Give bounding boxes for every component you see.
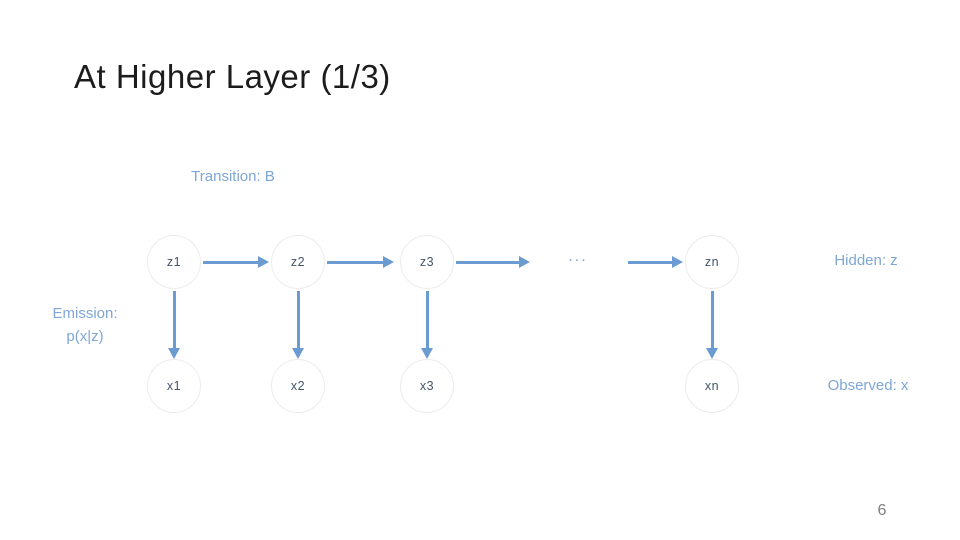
- observed-label: Observed: x: [827, 377, 909, 394]
- node-xn: xn: [685, 359, 739, 413]
- arrow-zn-xn-icon: [711, 291, 714, 348]
- sequence-ellipsis: ...: [568, 248, 588, 265]
- emission-label-line1: Emission:: [52, 305, 118, 322]
- node-x3-label: x3: [419, 379, 435, 393]
- node-z2-label: z2: [290, 255, 306, 269]
- node-x2-label: x2: [290, 379, 306, 393]
- arrow-z1-z2-icon: [203, 261, 258, 264]
- arrow-z3-x3-icon: [426, 291, 429, 348]
- node-z3: z3: [400, 235, 454, 289]
- node-x2: x2: [271, 359, 325, 413]
- node-z1-label: z1: [166, 255, 182, 269]
- arrow-z1-x1-icon: [173, 291, 176, 348]
- page-number: 6: [877, 502, 887, 519]
- node-x1-label: x1: [166, 379, 182, 393]
- arrow-z2-z3-icon: [327, 261, 383, 264]
- node-z1: z1: [147, 235, 201, 289]
- arrow-z3-ellipsis-icon: [456, 261, 519, 264]
- node-xn-label: xn: [704, 379, 720, 393]
- node-zn: zn: [685, 235, 739, 289]
- arrow-ellipsis-zn-icon: [628, 261, 672, 264]
- node-x3: x3: [400, 359, 454, 413]
- arrow-z2-x2-icon: [297, 291, 300, 348]
- transition-label: Transition: B: [191, 168, 275, 185]
- emission-label: Emission: p(x|z): [30, 302, 140, 348]
- node-x1: x1: [147, 359, 201, 413]
- hidden-label: Hidden: z: [834, 252, 898, 269]
- node-zn-label: zn: [704, 255, 720, 269]
- emission-label-line2: p(x|z): [66, 328, 104, 345]
- node-z2: z2: [271, 235, 325, 289]
- slide-title: At Higher Layer (1/3): [74, 58, 391, 95]
- node-z3-label: z3: [419, 255, 435, 269]
